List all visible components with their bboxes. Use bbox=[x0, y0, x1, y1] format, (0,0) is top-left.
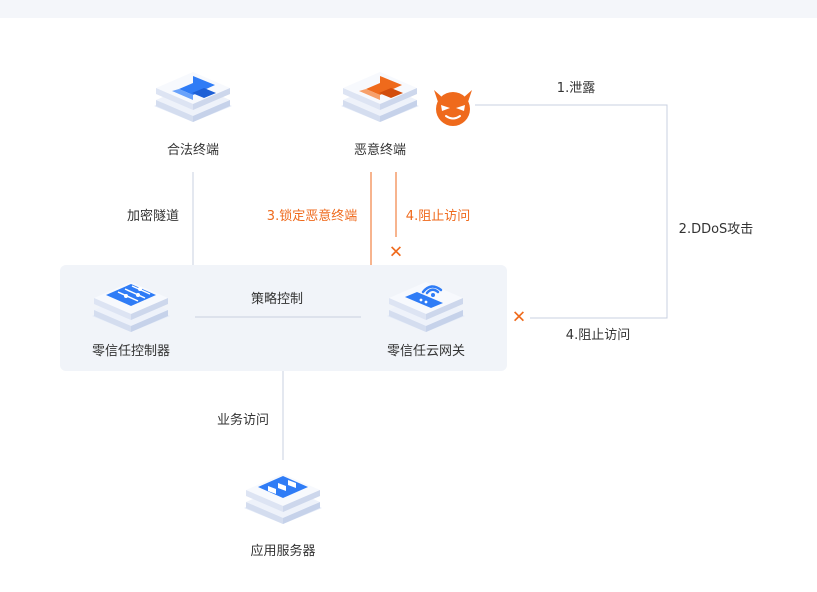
terminal-orange-icon bbox=[341, 72, 419, 122]
edge-label-block-access-top: 4.阻止访问 bbox=[405, 209, 471, 224]
controller-node bbox=[86, 278, 176, 340]
edge-label-policy-control: 策略控制 bbox=[250, 292, 304, 307]
edge-label-lock-malicious: 3.锁定恶意终端 bbox=[266, 209, 358, 224]
line-leak-ddos bbox=[475, 104, 668, 319]
gateway-node bbox=[381, 278, 471, 340]
legit-terminal-node bbox=[148, 68, 238, 130]
edge-label-leak: 1.泄露 bbox=[556, 81, 596, 96]
malicious-terminal-label: 恶意终端 bbox=[353, 143, 407, 158]
top-strip bbox=[0, 0, 817, 18]
cross-icon: ✕ bbox=[388, 242, 404, 263]
terminal-blue-icon bbox=[154, 72, 232, 122]
app-server-label: 应用服务器 bbox=[250, 544, 316, 559]
controller-label: 零信任控制器 bbox=[91, 344, 171, 359]
cross-icon: ✕ bbox=[511, 307, 527, 328]
devil-icon bbox=[434, 90, 472, 126]
edge-label-block-access-right: 4.阻止访问 bbox=[565, 328, 631, 343]
gateway-label: 零信任云网关 bbox=[386, 344, 466, 359]
app-server-node bbox=[238, 470, 328, 532]
controller-sliders-icon bbox=[92, 282, 170, 332]
gateway-wifi-icon bbox=[387, 282, 465, 332]
server-rack-icon bbox=[244, 474, 322, 524]
edge-label-ddos: 2.DDoS攻击 bbox=[678, 222, 754, 237]
edge-label-business-access: 业务访问 bbox=[216, 413, 270, 428]
malicious-terminal-node bbox=[335, 68, 425, 130]
legit-terminal-label: 合法终端 bbox=[166, 143, 220, 158]
edge-label-encrypted-tunnel: 加密隧道 bbox=[126, 209, 180, 224]
